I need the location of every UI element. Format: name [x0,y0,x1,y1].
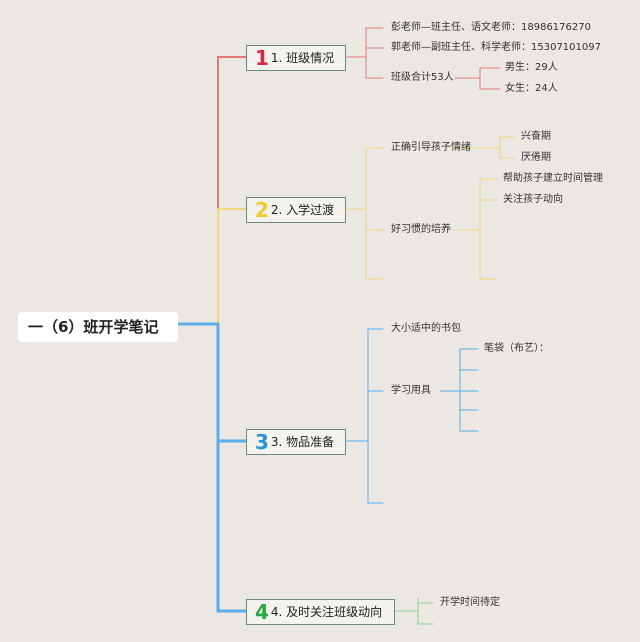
branch-1 [345,27,384,79]
leaf-weary-phase[interactable]: 厌倦期 [521,152,551,163]
branch-3-tools [439,348,479,432]
number-3-badge: 3 [255,430,269,454]
leaf-time-management[interactable]: 帮助孩子建立时间管理 [503,173,603,184]
branch-4 [394,597,434,625]
leaf-teacher-guo[interactable]: 郭老师—副班主任、科学老师：15307101097 [391,42,601,53]
leaf-schoolbag[interactable]: 大小适中的书包 [391,323,461,334]
branch-2 [345,147,384,280]
number-4-badge: 4 [255,600,269,624]
topic-label: 2. 入学过渡 [270,203,335,217]
branch-2-habit [453,178,498,280]
leaf-stationery[interactable]: 学习用具 [391,385,431,396]
topic-label: 3. 物品准备 [270,435,335,449]
leaf-boys[interactable]: 男生：29人 [505,62,558,73]
branch-1-sub [454,67,501,90]
branch-3 [345,328,384,504]
leaf-guide-emotions[interactable]: 正确引导孩子情绪 [391,142,471,153]
topic-label: 1. 班级情况 [270,51,335,65]
leaf-pencil-case[interactable]: 笔袋（布艺）： [484,343,549,354]
leaf-good-habits[interactable]: 好习惯的培养 [391,224,451,235]
number-1-badge: 1 [255,46,269,70]
trunk-red [177,56,247,325]
leaf-teacher-peng[interactable]: 彭老师—班主任、语文老师：18986176270 [391,22,591,33]
leaf-watch-child[interactable]: 关注孩子动向 [503,194,563,205]
trunk-yellow [217,208,247,325]
leaf-start-date-tbd[interactable]: 开学时间待定 [440,597,500,608]
leaf-excited-phase[interactable]: 兴奋期 [521,131,551,142]
number-2-badge: 2 [255,198,269,222]
branch-2-emotion [453,136,516,159]
topic-label: 4. 及时关注班级动向 [270,605,383,619]
leaf-class-total[interactable]: 班级合计53人 [391,72,454,83]
leaf-girls[interactable]: 女生：24人 [505,83,558,94]
root-topic[interactable]: 一（6）班开学笔记 [18,312,178,342]
trunk-blue [176,322,248,613]
